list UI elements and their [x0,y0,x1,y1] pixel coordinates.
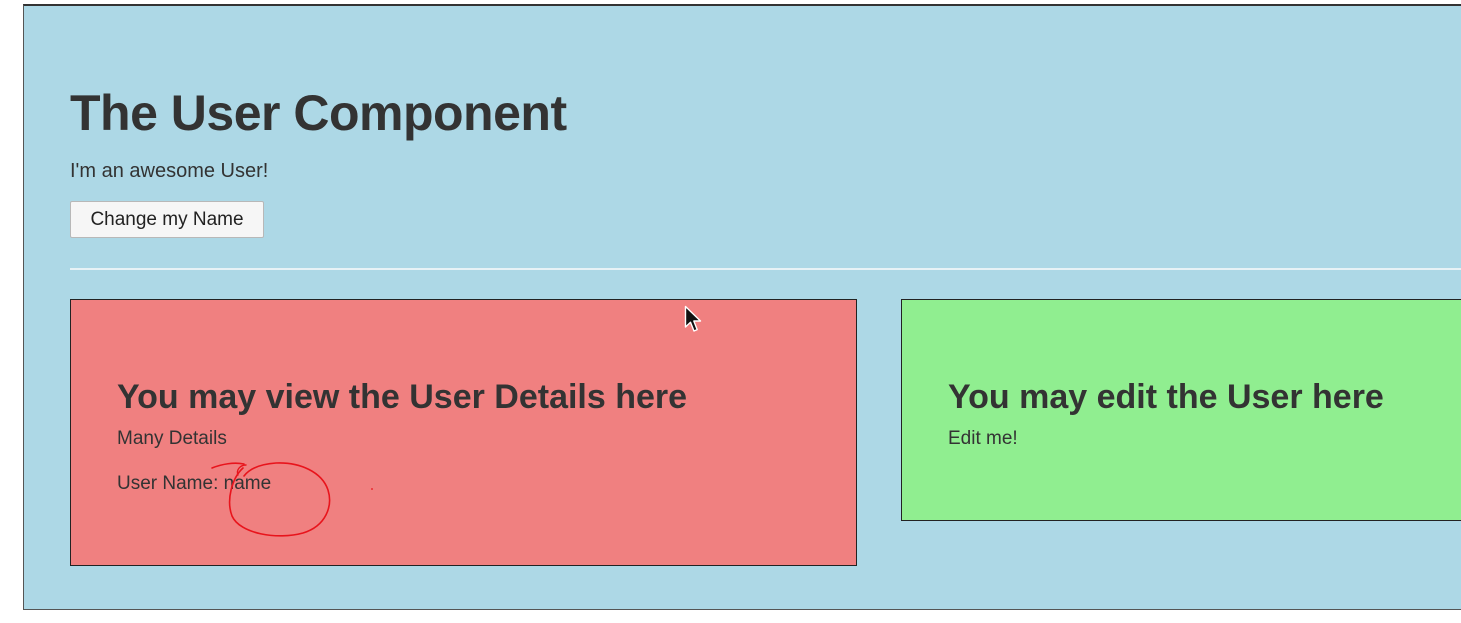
username-label: User Name: [117,473,219,494]
page-title: The User Component [70,85,567,141]
user-component: The User Component I'm an awesome User! … [23,4,1461,610]
edit-heading: You may edit the User here [948,378,1384,416]
username-value: name [223,473,272,494]
change-name-button[interactable]: Change my Name [70,201,264,238]
user-edit-panel: You may edit the User here Edit me! [901,299,1461,521]
divider [70,268,1461,270]
details-text: Many Details [117,428,227,449]
detail-heading: You may view the User Details here [117,378,688,416]
username-line: User Name: name [117,473,271,495]
edit-text: Edit me! [948,428,1018,449]
tagline: I'm an awesome User! [70,160,269,182]
user-detail-panel: You may view the User Details here Many … [70,299,857,566]
